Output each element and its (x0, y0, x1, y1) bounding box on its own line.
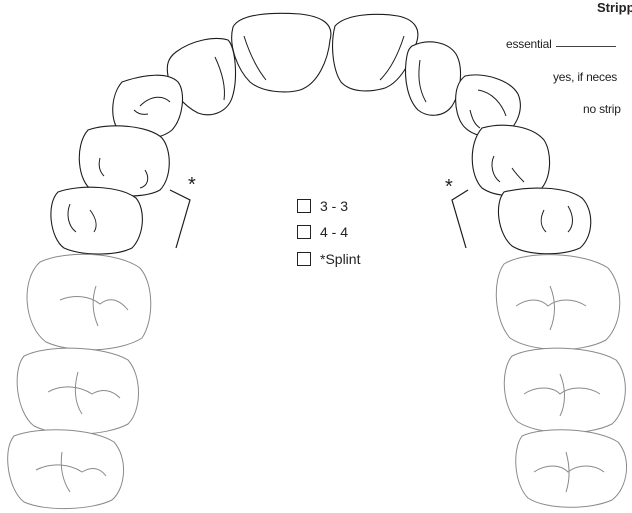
checkbox-3-3[interactable] (297, 199, 311, 213)
tooth-first-molar-left[interactable] (27, 254, 151, 350)
option-splint-label: *Splint (320, 251, 360, 267)
tooth-second-premolar-left[interactable] (51, 187, 143, 254)
tooth-central-incisor-left[interactable] (232, 13, 331, 92)
tooth-first-premolar-left[interactable] (79, 126, 169, 196)
stripping-essential-row: essential (506, 37, 616, 51)
tooth-third-molar-right[interactable] (516, 430, 627, 508)
tooth-second-molar-left[interactable] (17, 348, 138, 434)
stripping-essential-blank[interactable] (556, 46, 616, 47)
checkbox-splint[interactable] (297, 252, 311, 266)
splint-asterisk-right: * (445, 177, 453, 197)
option-3-3[interactable]: 3 - 3 (297, 196, 348, 216)
option-splint[interactable]: *Splint (297, 249, 360, 269)
tooth-central-incisor-right[interactable] (333, 14, 418, 91)
splint-asterisk-left: * (188, 175, 196, 195)
tooth-first-premolar-right[interactable] (472, 125, 549, 195)
option-4-4-label: 4 - 4 (320, 224, 348, 240)
stripping-essential-label: essential (506, 37, 552, 51)
tooth-second-premolar-right[interactable] (498, 188, 590, 254)
option-4-4[interactable]: 4 - 4 (297, 222, 348, 242)
stripping-title: Stripp (597, 0, 632, 15)
tooth-first-molar-right[interactable] (496, 255, 619, 350)
stripping-none-label: no strip (583, 102, 621, 116)
splint-bracket-right (452, 190, 468, 248)
stripping-if-necessary-label: yes, if neces (553, 70, 617, 84)
option-3-3-label: 3 - 3 (320, 198, 348, 214)
splint-bracket-left (170, 190, 190, 248)
tooth-lateral-incisor-right[interactable] (406, 42, 461, 115)
tooth-third-molar-left[interactable] (8, 430, 124, 509)
checkbox-4-4[interactable] (297, 225, 311, 239)
